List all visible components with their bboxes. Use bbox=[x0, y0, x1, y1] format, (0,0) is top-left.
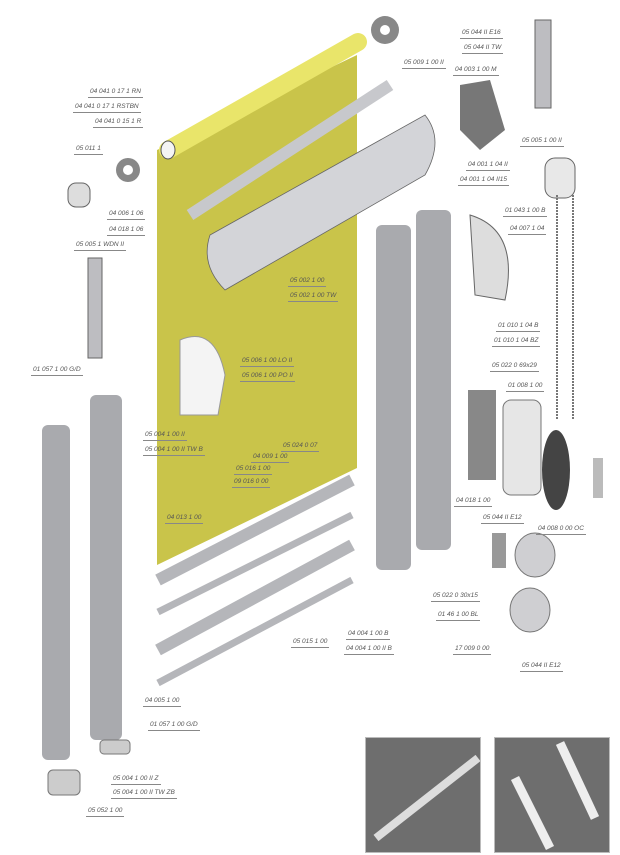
photo-clip-detail bbox=[494, 737, 610, 853]
part-label: 05 022 0 30x15 bbox=[431, 592, 480, 602]
plug bbox=[67, 182, 91, 208]
part-label: 05 005 1 WDN II bbox=[74, 241, 127, 251]
part-label: 09 016 0 00 bbox=[232, 478, 271, 488]
chain-drum bbox=[544, 157, 576, 199]
part-label: 05 024 0 07 bbox=[281, 442, 320, 452]
part-label: 01 008 1 00 bbox=[506, 382, 545, 392]
bottom-rail-3 bbox=[155, 539, 355, 656]
side-guide-right-2 bbox=[416, 210, 451, 550]
bottom-rail-1 bbox=[155, 474, 355, 586]
part-label: 05 009 1 00 II bbox=[402, 59, 446, 69]
part-label: 05 005 1 00 II bbox=[520, 137, 564, 147]
part-label: 04 041 0 15 1 R bbox=[93, 118, 144, 128]
part-label: 05 016 1 00 bbox=[234, 465, 273, 475]
clip-cap bbox=[99, 739, 131, 755]
side-cap bbox=[179, 336, 226, 416]
part-label: 01 010 1 04 BZ bbox=[492, 337, 541, 347]
part-label: 04 001 1 04 II bbox=[466, 161, 510, 171]
part-label: 04 004 1 00 II B bbox=[344, 645, 394, 655]
part-label: 05 006 1 00 LO II bbox=[240, 357, 295, 367]
part-label: 04 009 1 00 bbox=[251, 453, 290, 463]
part-label: 05 004 1 00 II TW ZB bbox=[111, 789, 177, 799]
part-label: 01 043 1 00 B bbox=[503, 207, 548, 217]
side-guide-left-1 bbox=[42, 425, 70, 760]
part-label: 05 044 II E12 bbox=[481, 514, 524, 524]
part-label: 05 006 1 00 PO II bbox=[240, 372, 295, 382]
chain-tensioner-2 bbox=[509, 587, 551, 633]
part-label: 17 009 0 00 bbox=[453, 645, 492, 655]
part-label: 04 005 1 00 bbox=[143, 697, 182, 707]
part-label: 04 001 1 04 II15 bbox=[458, 176, 509, 186]
photo-profile-detail bbox=[365, 737, 481, 853]
top-rail-profile bbox=[186, 79, 394, 221]
part-label: 01 46 1 00 BL bbox=[436, 611, 481, 621]
part-label: 05 015 1 00 bbox=[291, 638, 330, 648]
part-label: 05 052 1 00 bbox=[86, 807, 125, 817]
roller-tube bbox=[159, 33, 367, 159]
chain-weight bbox=[542, 430, 570, 510]
bottom-rail-2 bbox=[156, 511, 354, 616]
part-label: 05 044 II E16 bbox=[460, 29, 503, 39]
part-label: 04 041 0 17 1 RSTBN bbox=[73, 103, 141, 113]
part-label: 05 004 1 00 II bbox=[143, 431, 187, 441]
part-label: 04 018 1 06 bbox=[107, 226, 146, 236]
wall-bracket-right bbox=[534, 19, 552, 109]
part-label: 05 004 1 00 II Z bbox=[111, 775, 161, 785]
bottom-rail-4 bbox=[156, 576, 354, 687]
wall-bracket-left bbox=[87, 257, 103, 359]
part-label: 04 018 1 00 bbox=[454, 497, 493, 507]
chain-holder bbox=[502, 399, 542, 496]
part-label: 04 004 1 00 B bbox=[346, 630, 391, 640]
part-label: 01 057 1 00 G/D bbox=[148, 721, 200, 731]
side-guide-right-1 bbox=[376, 225, 411, 570]
part-label: 05 002 1 00 TW bbox=[288, 292, 339, 302]
control-mechanism bbox=[460, 80, 505, 150]
adhesive-pad bbox=[468, 390, 496, 480]
part-label: 05 044 II TW bbox=[462, 44, 504, 54]
part-label: 05 002 1 00 bbox=[288, 277, 327, 287]
stop-cylinder bbox=[593, 458, 603, 498]
part-label: 01 057 1 00 G/D bbox=[31, 366, 83, 376]
part-label: 05 044 II E12 bbox=[520, 662, 563, 672]
part-label: 04 007 1 04 bbox=[508, 225, 547, 235]
side-guide-left-2 bbox=[90, 395, 122, 740]
part-label: 04 041 0 17 1 RN bbox=[88, 88, 143, 98]
roller-tube-end bbox=[160, 140, 176, 160]
part-label: 05 004 1 00 II TW B bbox=[143, 446, 205, 456]
part-label: 01 010 1 04 B bbox=[496, 322, 541, 332]
clip-cover bbox=[469, 214, 509, 301]
part-label: 04 008 0 00 OC bbox=[536, 525, 586, 535]
bottom-cap bbox=[47, 769, 81, 796]
part-label: 04 006 1 06 bbox=[107, 210, 146, 220]
chain-tensioner-1 bbox=[514, 532, 556, 578]
part-label: 04 013 1 00 bbox=[165, 514, 204, 524]
cassette-cover bbox=[206, 114, 436, 291]
small-pad bbox=[492, 533, 506, 568]
part-label: 05 022 0 69x29 bbox=[490, 362, 539, 372]
part-label: 05 011 1 bbox=[74, 145, 103, 155]
part-label: 04 003 1 00 M bbox=[453, 66, 499, 76]
